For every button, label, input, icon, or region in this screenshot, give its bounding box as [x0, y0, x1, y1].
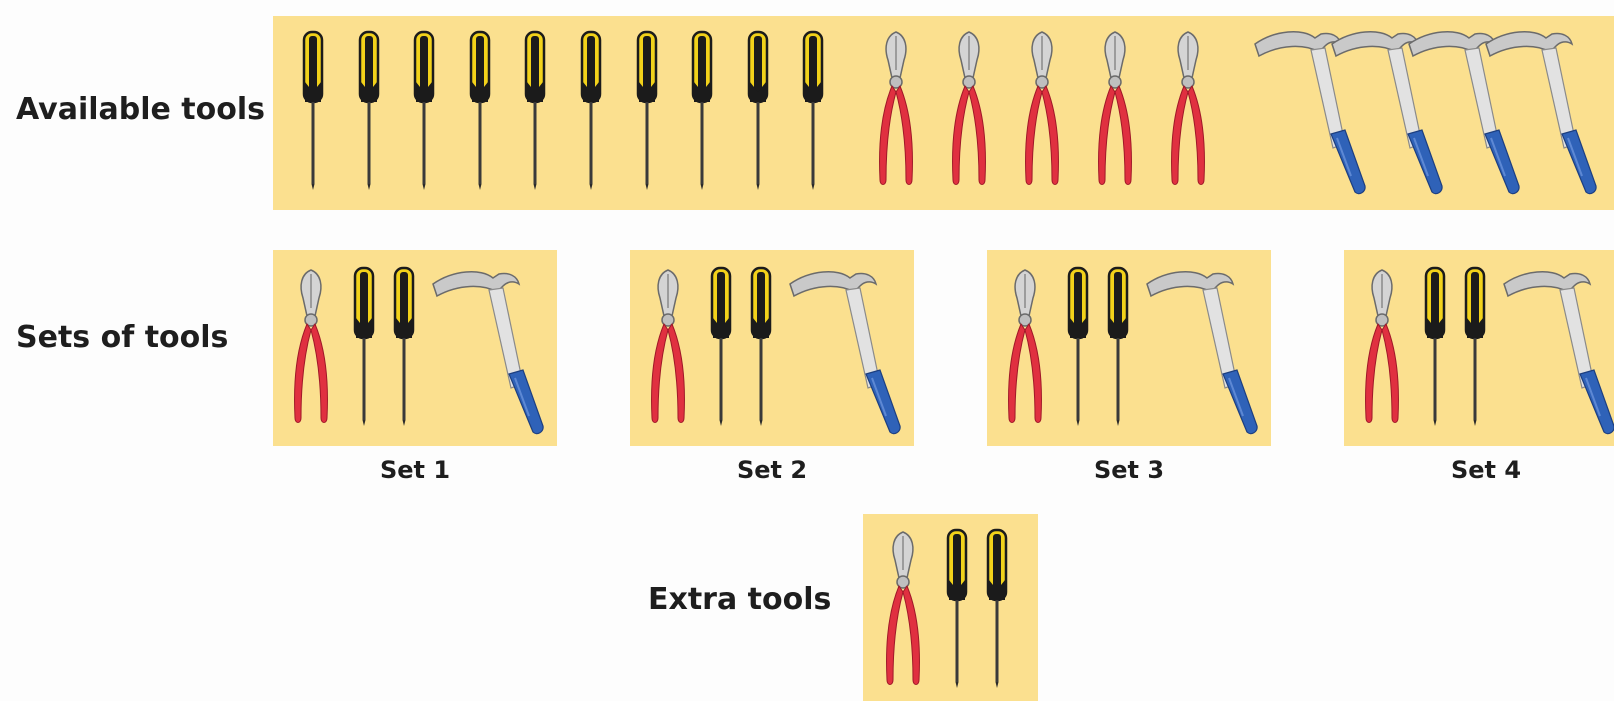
screwdriver-icon: [412, 30, 436, 190]
screwdriver-icon: [357, 30, 381, 190]
screwdriver-icon: [709, 266, 733, 426]
pliers-icon: [1093, 30, 1137, 190]
screwdriver-icon: [749, 266, 773, 426]
screwdriver-icon: [1106, 266, 1130, 426]
screwdriver-icon: [1463, 266, 1487, 426]
pliers-icon: [1166, 30, 1210, 190]
screwdriver-icon: [801, 30, 825, 190]
set-2-caption: Set 2: [630, 456, 914, 484]
screwdriver-icon: [352, 266, 376, 426]
hammer-icon: [1494, 266, 1614, 436]
screwdriver-icon: [1423, 266, 1447, 426]
screwdriver-icon: [392, 266, 416, 426]
screwdriver-icon: [523, 30, 547, 190]
hammer-icon: [423, 266, 543, 436]
pliers-icon: [289, 268, 333, 428]
pliers-icon: [947, 30, 991, 190]
extra-tools-label: Extra tools: [648, 582, 831, 617]
pliers-icon: [1020, 30, 1064, 190]
screwdriver-icon: [690, 30, 714, 190]
sets-of-tools-label: Sets of tools: [16, 320, 228, 355]
set-4-caption: Set 4: [1344, 456, 1614, 484]
hammer-icon: [1137, 266, 1257, 436]
screwdriver-icon: [746, 30, 770, 190]
screwdriver-icon: [1066, 266, 1090, 426]
screwdriver-icon: [635, 30, 659, 190]
screwdriver-icon: [579, 30, 603, 190]
available-tools-label: Available tools: [16, 92, 265, 127]
pliers-icon: [881, 530, 925, 690]
set-1-caption: Set 1: [273, 456, 557, 484]
pliers-icon: [1360, 268, 1404, 428]
hammer-icon: [1476, 26, 1596, 196]
screwdriver-icon: [985, 528, 1009, 688]
pliers-icon: [874, 30, 918, 190]
hammer-icon: [780, 266, 900, 436]
screwdriver-icon: [945, 528, 969, 688]
set-3-caption: Set 3: [987, 456, 1271, 484]
pliers-icon: [646, 268, 690, 428]
pliers-icon: [1003, 268, 1047, 428]
screwdriver-icon: [301, 30, 325, 190]
screwdriver-icon: [468, 30, 492, 190]
